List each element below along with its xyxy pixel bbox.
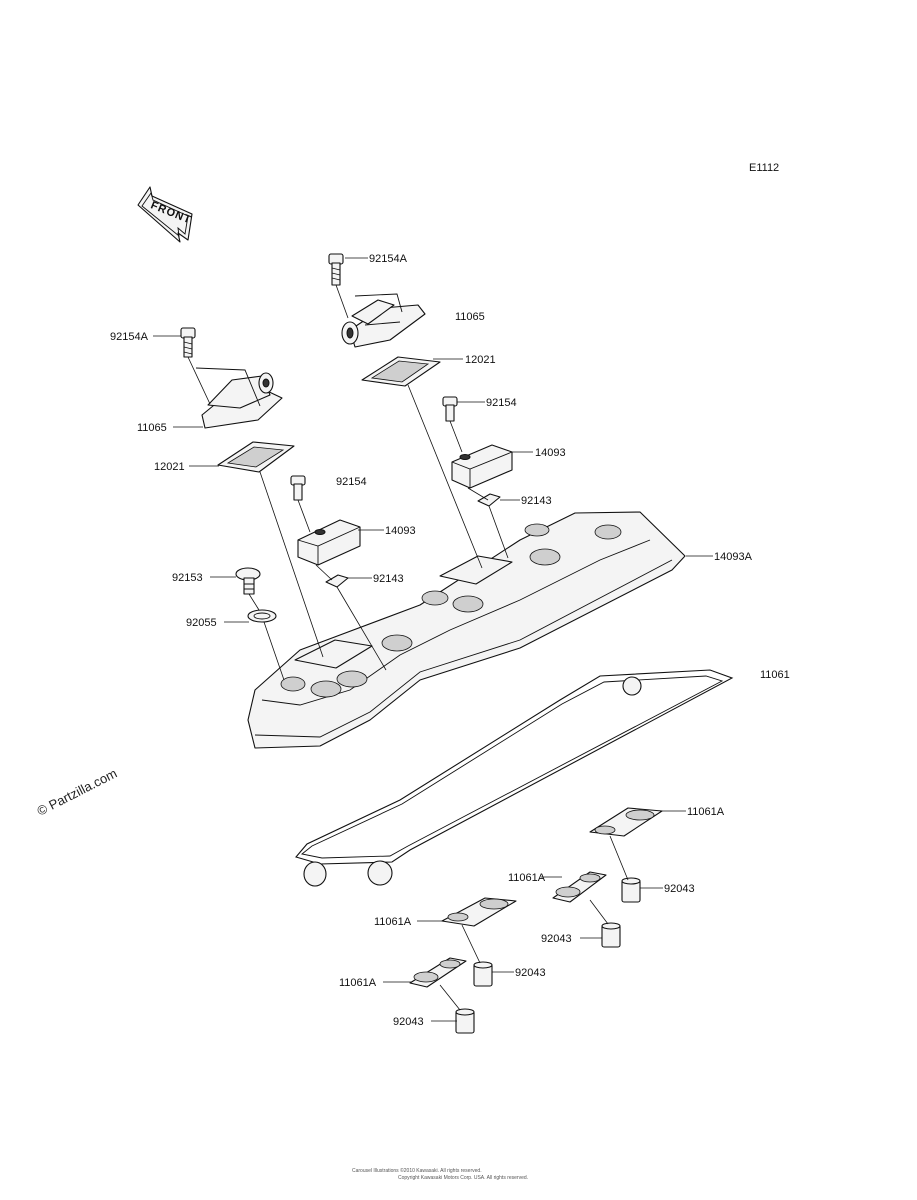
collar-92043-1-icon [621,877,641,903]
collar-92043-4-icon [455,1008,475,1034]
bolt-92154a-top-icon [328,253,344,286]
label-11061a-3: 11061A [374,916,412,928]
assembly-lines [153,257,713,1022]
footer-line-1: Carousel Illustrations ©2010 Kawasaki. A… [352,1167,482,1174]
footer-line-2: Copyright Kawasaki Motors Corp. USA. All… [398,1175,528,1181]
gasket-12021-left-icon [217,441,295,473]
label-14093a: 14093A [714,551,753,563]
cover-11065-top-icon [341,293,426,348]
label-92154a-top: 92154A [369,253,408,265]
front-arrow-icon: FRONT [137,186,193,243]
watermark: © Partzilla.com [35,766,120,819]
bolt-92154-center-icon [290,475,306,501]
label-12021-left: 12021 [154,461,185,473]
label-11061: 11061 [760,669,790,681]
label-92154a-left: 92154A [110,331,149,343]
label-92154-right: 92154 [486,397,517,409]
holder-14093-right-icon [451,444,513,489]
cover-11065-left-icon [195,367,283,429]
label-11065-left: 11065 [137,422,167,434]
label-11061a-1: 11061A [687,806,725,818]
label-92043-2: 92043 [541,933,572,945]
collar-92043-3-icon [473,961,493,987]
label-11065-top: 11065 [455,311,485,323]
label-92153: 92153 [172,572,203,584]
bolt-92154-right-icon [442,396,458,422]
label-92154-center: 92154 [336,476,367,488]
label-92143-right: 92143 [521,495,552,507]
gasket-11061a-4-icon [409,957,467,988]
label-92055: 92055 [186,617,217,629]
label-92043-3: 92043 [515,967,546,979]
collar-92043-2-icon [601,922,621,948]
gasket-11061a-2-icon [552,871,607,903]
label-12021-top: 12021 [465,354,496,366]
bolt-92153-icon [235,567,261,595]
label-92043-1: 92043 [664,883,695,895]
part-labels: 92154A 11065 92154A 12021 92154 11065 14… [110,253,790,1028]
bolt-92154a-left-icon [180,327,196,358]
seal-92055-icon [247,609,277,623]
label-92043-4: 92043 [393,1016,424,1028]
diagram-code: E1112 [749,162,779,174]
label-14093-right: 14093 [535,447,566,459]
head-cover-14093a-icon [247,511,686,749]
label-14093-center: 14093 [385,525,416,537]
label-11061a-4: 11061A [339,977,377,989]
label-11061a-2: 11061A [508,872,546,884]
gasket-12021-top-icon [361,356,441,387]
washer-92143-center-icon [325,574,349,588]
gasket-11061a-1-icon [589,807,663,837]
gasket-11061-icon [295,669,734,887]
holder-14093-center-icon [297,519,361,566]
label-92143-center: 92143 [373,573,404,585]
washer-92143-right-icon [477,493,501,507]
gasket-11061a-3-icon [441,897,517,927]
